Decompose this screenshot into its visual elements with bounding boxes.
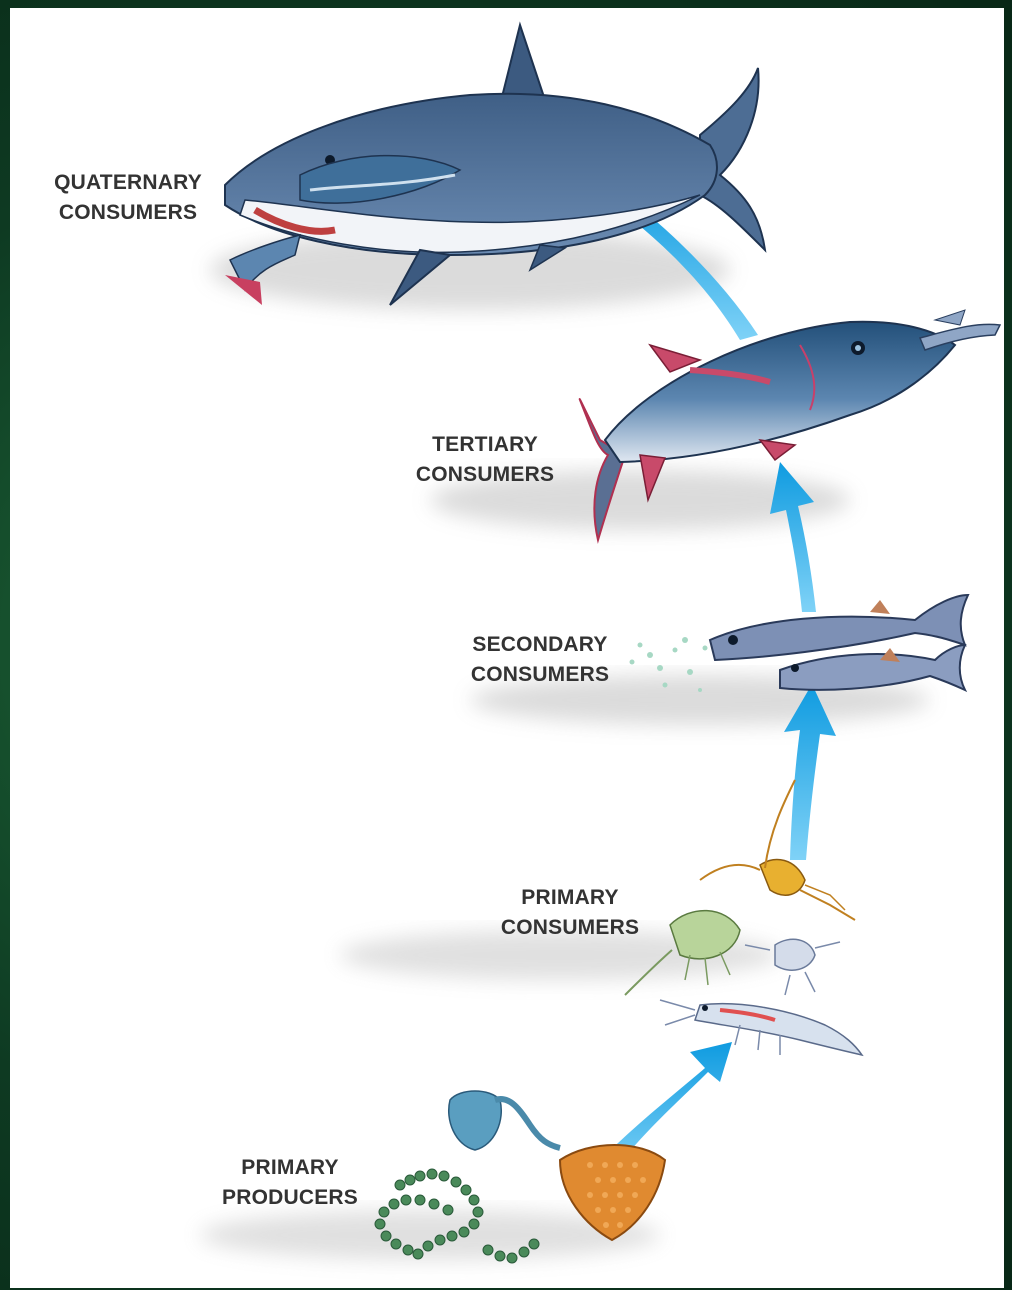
label-line-1: SECONDARY <box>440 630 640 660</box>
label-line-1: QUATERNARY <box>28 168 228 198</box>
label-tertiary-consumers: TERTIARY CONSUMERS <box>385 430 585 490</box>
label-line-2: CONSUMERS <box>28 198 228 228</box>
label-line-1: PRIMARY <box>470 883 670 913</box>
label-line-1: TERTIARY <box>385 430 585 460</box>
label-line-2: CONSUMERS <box>440 660 640 690</box>
label-quaternary-consumers: QUATERNARY CONSUMERS <box>28 168 228 228</box>
label-line-2: CONSUMERS <box>385 460 585 490</box>
label-line-2: PRODUCERS <box>190 1183 390 1213</box>
label-line-2: CONSUMERS <box>470 913 670 943</box>
label-line-1: PRIMARY <box>190 1153 390 1183</box>
label-primary-producers: PRIMARY PRODUCERS <box>190 1153 390 1213</box>
label-primary-consumers: PRIMARY CONSUMERS <box>470 883 670 943</box>
label-secondary-consumers: SECONDARY CONSUMERS <box>440 630 640 690</box>
